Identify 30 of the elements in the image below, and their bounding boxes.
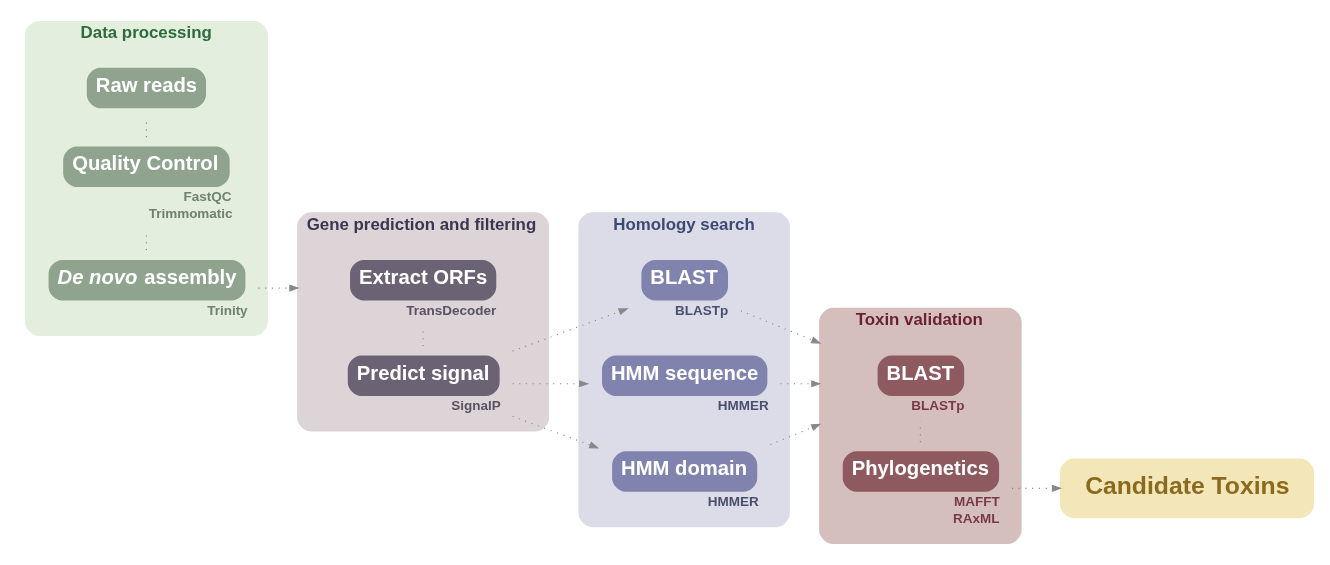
arrow [769,423,822,446]
node-box: Raw reads [86,67,207,109]
node-label: SignalP [451,398,501,414]
node-label: BLASTp [675,302,729,318]
node-label: HMMER [717,398,769,414]
arrow [1011,484,1062,492]
node-label: Trimmomatic [148,205,233,221]
node-box: HMM domain [612,451,758,492]
node-label: BLASTp [911,398,965,414]
node-label: HMMER [707,493,759,509]
arrow [512,380,590,388]
node-box: De novo assembly [48,260,246,301]
node-box: Extract ORFs [350,260,497,301]
arrow [779,380,822,388]
node-label: RAxML [952,510,1000,526]
arrow [257,284,300,292]
node-box: Predict signal [347,355,500,397]
arrow [740,310,822,344]
node-label: MAFFT [954,493,1000,509]
node-label: TransDecoder [406,302,497,318]
node-box: Phylogenetics [842,451,1000,492]
node-label: FastQC [183,189,232,205]
arrow [512,308,629,352]
node-box: BLAST [641,260,728,301]
node-box: HMM sequence [602,355,768,397]
arrow [512,415,600,449]
node-box: BLAST [877,355,965,397]
node-label: Trinity [207,302,248,318]
node-box: Quality Control [63,146,230,187]
node-box: Candidate Toxins [1059,458,1315,519]
